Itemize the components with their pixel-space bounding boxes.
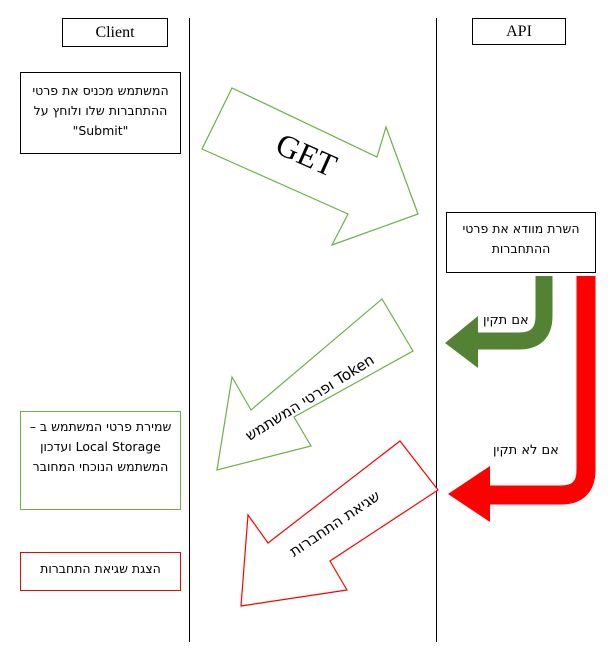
get-arrow: GET [201,87,419,247]
api-lane-label: API [506,22,532,40]
invalid-branch-arrow [448,276,596,522]
invalid-branch-label: אם לא תקין [493,443,559,458]
client-lane-divider [189,18,190,642]
note-show-login-error: הצגת שגיאת התחברות [20,552,181,591]
valid-branch-label: אם תקין [483,313,529,328]
note-save-user-local-storage: שמירת פרטי המשתמש ב – Local Storage ועדכ… [20,411,181,510]
note-server-verifies: השרת מוודא את פרטי ההתחברות [446,212,596,273]
client-lane-label: Client [95,23,135,41]
api-lane-divider [436,18,437,642]
login-error-arrow: שגיאת התחברות [240,440,439,607]
client-lane-header: Client [62,18,168,47]
token-arrow: Token ופרטי המשתמש [216,298,414,471]
api-lane-header: API [472,18,566,45]
valid-branch-arrow [445,276,553,368]
note-user-enters-credentials: המשתמש מכניס את פרטי ההתחברות שלו ולוחץ … [20,72,181,154]
